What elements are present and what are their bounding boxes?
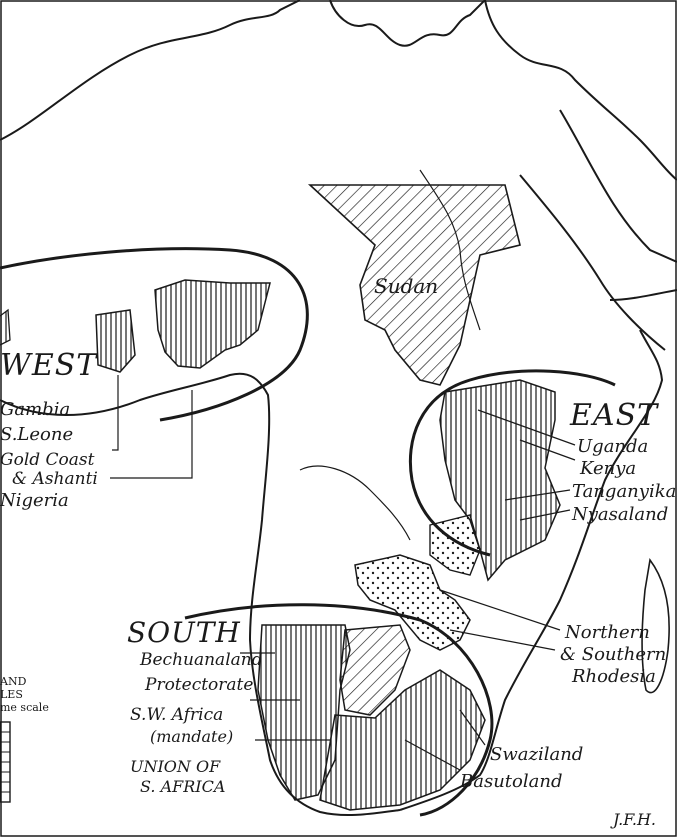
sudan-label: Sudan [374,274,438,298]
arabia-south-coast [609,289,677,301]
ashanti-label: & Ashanti [12,469,98,489]
scale-ticks [0,731,10,793]
south-zone-arc [184,603,494,817]
congo-river [299,465,411,541]
leader-lines [110,375,576,771]
swaziland-label: Swaziland [490,744,583,765]
red-sea-coast [519,174,666,351]
nigeria-territory [154,279,271,369]
basutoland-label: Basutoland [459,771,562,792]
sierra-leone-label: S.Leone [0,424,73,445]
northern-label: Northern [564,622,650,643]
sudan-territory [307,184,521,386]
mandate-label: (mandate) [150,727,233,746]
gold-coast-territory [95,309,136,373]
rhodesia-label: Rhodesia [571,666,656,687]
east-coast [399,329,664,811]
scale-text-2: LES [0,688,23,701]
union-of-south-africa-territory [319,669,486,811]
bechuanaland-label: Bechuanaland [139,650,263,670]
sw-africa-label: S.W. Africa [130,705,223,725]
gambia-label: Gambia [0,399,70,420]
arabia-coast [559,109,677,263]
west-small-coast [0,308,11,346]
kenya-label: Kenya [579,458,636,479]
protectorate-label-text: Protectorate [144,675,253,695]
tanganyika-label: Tanganyika [572,481,676,502]
nyasaland-dots [429,514,481,576]
signature-label: J.F.H. [610,810,656,829]
union-label: UNION OF [130,757,221,776]
north-coastline [0,0,301,141]
west-region-label: WEST [0,348,98,383]
south-region-label: SOUTH [127,616,241,649]
east-africa-territory [439,379,561,582]
nyasaland-label: Nyasaland [571,504,668,525]
scale-text-1: AND [0,675,27,688]
uganda-label: Uganda [577,436,648,457]
east-zone-arc [408,369,616,557]
southern-label: & Southern [560,644,666,665]
gold-coast-label: Gold Coast [0,450,95,470]
bechuanaland-territory [339,624,411,716]
nile-river [419,169,481,331]
nigeria-label: Nigeria [0,490,69,511]
south-africa-label: S. AFRICA [140,777,225,796]
sicily-coast [329,0,486,47]
east-region-label: EAST [569,398,659,433]
rhodesia-territory [354,554,471,651]
scale-text-3: me scale [0,701,49,714]
egypt-coast [484,0,677,181]
madagascar [641,558,670,694]
west-zone-arc [0,247,309,422]
